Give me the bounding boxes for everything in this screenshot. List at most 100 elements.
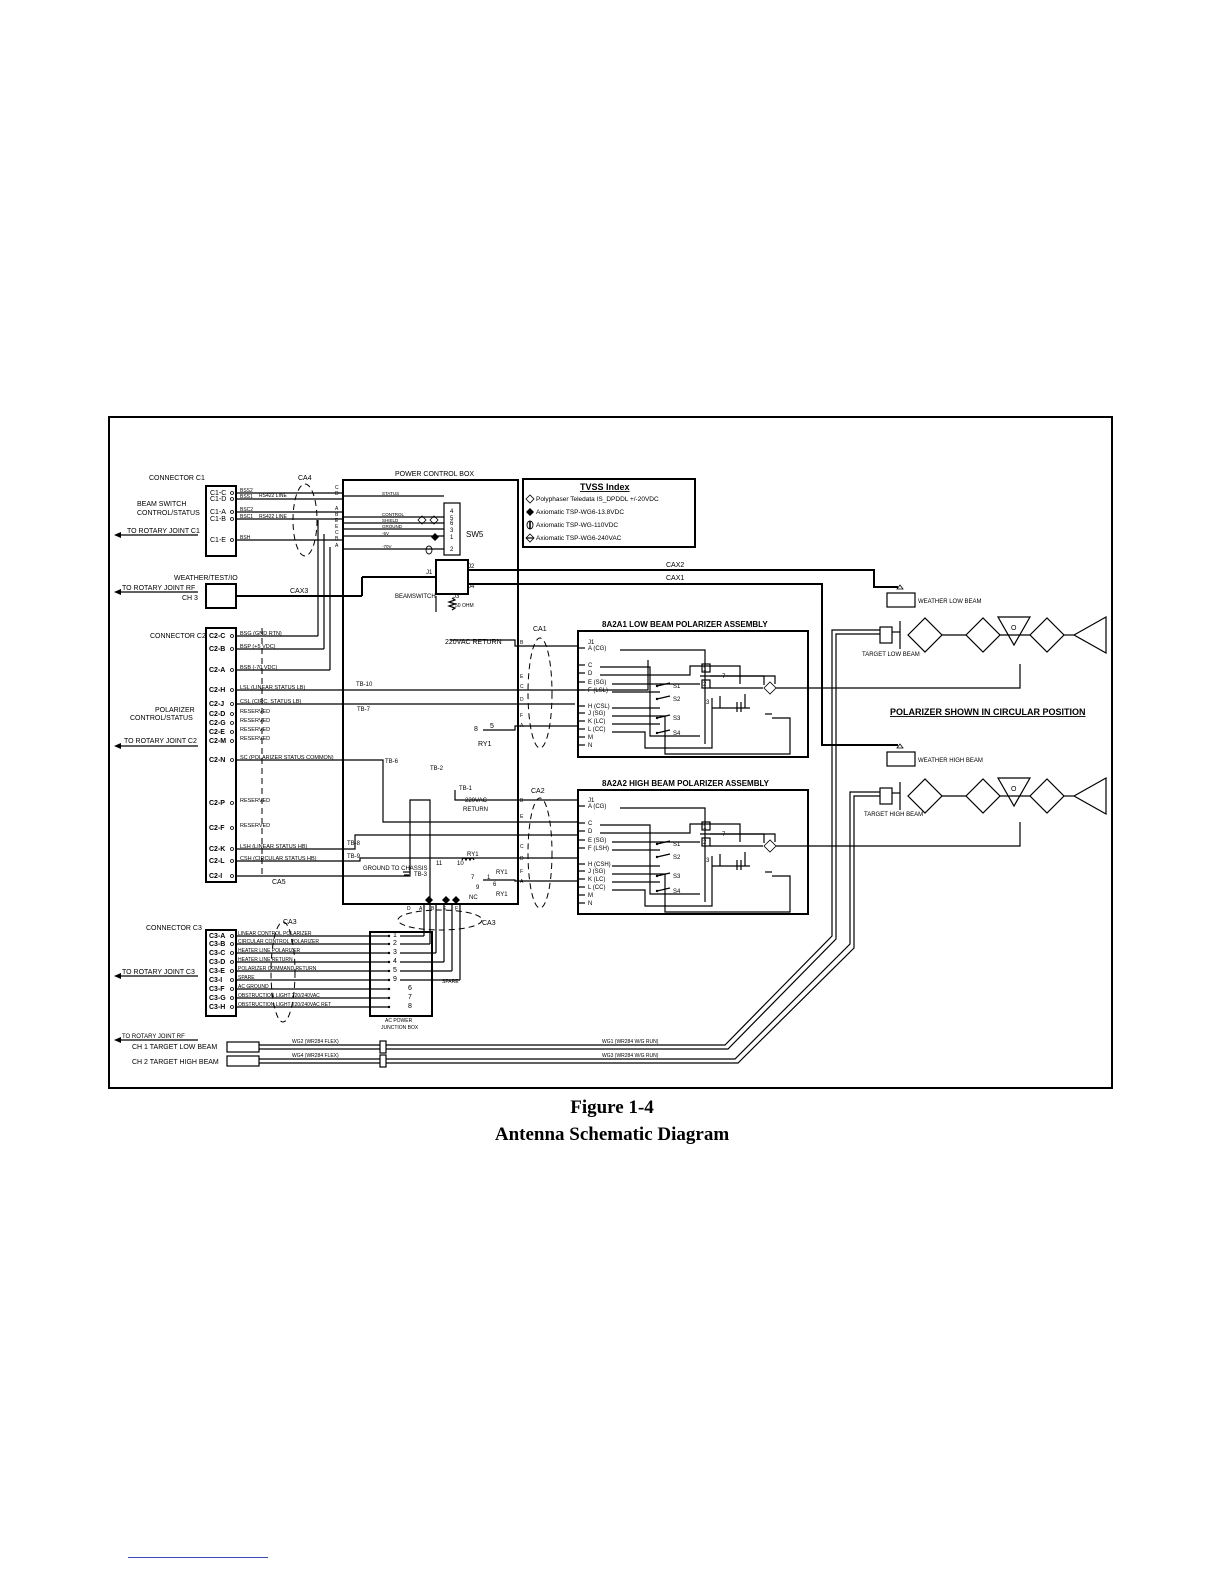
sw5-line-label: -5V xyxy=(382,531,389,536)
c2-signal: SC (POLARIZER STATUS COMMON) xyxy=(240,755,334,761)
low_beam-pin: N xyxy=(588,743,592,749)
c2-pin-dot xyxy=(230,801,234,805)
low-feed-diamond xyxy=(1029,617,1065,653)
pcb-pin-letter: D xyxy=(335,491,339,497)
c2-pin-dot xyxy=(230,668,234,672)
pcb-pin-letter: B xyxy=(335,536,339,542)
sw5-line-label: STATUS xyxy=(382,491,399,496)
c1-rs422-1: RS422 LINE xyxy=(259,493,287,499)
high_beam-pin: N xyxy=(588,901,592,907)
c1-pin-dot xyxy=(230,517,234,521)
rf-arrowhead xyxy=(114,1037,121,1043)
footnote-rule xyxy=(128,1557,268,1558)
high_beam-wire xyxy=(620,807,706,902)
cax1-line xyxy=(468,583,898,746)
relay-to-high xyxy=(483,879,578,882)
c1-rs422-2: RS422 LINE xyxy=(259,514,287,520)
high_beam-pin: C xyxy=(588,821,593,827)
weather-arrowhead xyxy=(114,589,121,595)
c3-pin: C3-F xyxy=(209,986,225,993)
c2-pin-dot xyxy=(230,847,234,851)
high_beam-switch-pivot xyxy=(655,855,659,859)
pcb-pin-letter: C xyxy=(520,844,524,850)
sw5-pin: 2 xyxy=(450,547,454,553)
weather-high-beam-box xyxy=(886,751,916,767)
vac-220-label: 220VAC xyxy=(465,798,488,804)
high_beam-pin: M xyxy=(588,893,593,899)
pcb-pin-letter: A xyxy=(520,723,524,729)
c2-signal: CSL (CIRC. STATUS LB) xyxy=(240,699,301,705)
weather-high-arrow-icon xyxy=(896,743,904,749)
ca3-bundle-right xyxy=(397,909,483,931)
low_beam-relay-pin: 1 xyxy=(703,667,707,673)
tb-label: TB-2 xyxy=(430,766,444,772)
ac-title-1: AC POWER xyxy=(385,1018,413,1024)
high_beam-relay-contact xyxy=(701,821,711,831)
weather-to: TO ROTARY JOINT RF xyxy=(122,585,195,592)
sw5-line-label: GROUND xyxy=(382,524,403,529)
ac-terminal-dot xyxy=(387,951,391,955)
high_beam-output xyxy=(776,822,1021,847)
ca4-label: CA4 xyxy=(298,475,312,482)
c2-signal: BSP (+5 VDC) xyxy=(240,644,276,650)
cax1-label: CAX1 xyxy=(666,575,684,582)
low_beam-wire xyxy=(612,698,713,749)
c1-signal: BSC2 xyxy=(240,507,253,513)
ac-terminal: 7 xyxy=(408,994,412,1001)
pcb-pin-letter: F xyxy=(455,906,458,912)
c2-pin-dot xyxy=(230,826,234,830)
pcb-pin-letter: E xyxy=(520,674,524,680)
tb-label: TB-6 xyxy=(385,759,399,765)
c1-pin-dot xyxy=(230,510,234,514)
wg1-run xyxy=(386,633,880,1050)
low_beam-wire xyxy=(600,666,700,737)
c2-pin: C2-I xyxy=(209,873,222,880)
c3-pin-dot xyxy=(230,1005,234,1009)
low_beam-relay-pin: 2 xyxy=(703,682,707,688)
pcb-pin-letter: B xyxy=(520,798,524,804)
polarizer-note: POLARIZER SHOWN IN CIRCULAR POSITION xyxy=(890,707,1086,717)
pcb-pin-letter: A xyxy=(335,543,339,549)
load-label: 50 OHM xyxy=(455,603,474,609)
rf-ch1: CH 1 TARGET LOW BEAM xyxy=(132,1044,217,1051)
pcb-pin-letter: C xyxy=(335,485,339,491)
high_beam-pin: L (CC) xyxy=(588,885,605,891)
high_beam-wire xyxy=(710,833,765,843)
c1-box xyxy=(205,485,237,557)
tvss-diamond-open xyxy=(429,515,439,525)
c2-arrowhead xyxy=(114,743,121,749)
ac-terminal-dot xyxy=(387,987,391,991)
relay-pin: 7 xyxy=(471,875,475,881)
low-feed-orthomode: O xyxy=(1011,625,1017,632)
c2-pin: C2-N xyxy=(209,757,225,764)
high_beam-switch-contact xyxy=(656,887,671,892)
relay-pin: 5 xyxy=(490,723,494,730)
low_beam-switch: S4 xyxy=(673,731,681,737)
c3-pin-dot xyxy=(230,969,234,973)
sw5-line-label: -70V xyxy=(382,544,392,549)
tvss-half-circle xyxy=(425,545,433,555)
ch1-port xyxy=(226,1041,260,1053)
weather-low-beam-box xyxy=(886,592,916,608)
high_beam-switch-pivot xyxy=(655,889,659,893)
c1-pin-dot xyxy=(230,497,234,501)
ac-terminal-dot xyxy=(387,978,391,982)
low_beam-pin: E (SG) xyxy=(588,680,606,686)
c1-signal: BSH xyxy=(240,535,251,541)
c3-to: TO ROTARY JOINT C3 xyxy=(122,969,195,976)
relay-pin: 8 xyxy=(474,726,478,733)
c1-arrowhead xyxy=(114,532,121,538)
tvss-item: Axiomatic TSP-WG6-240VAC xyxy=(536,535,622,542)
low_beam-wire xyxy=(620,649,706,744)
c3-signal: POLARIZER COMMAND RETURN xyxy=(238,966,317,972)
c2-pin: C2-A xyxy=(209,667,225,674)
high-feed-orthomode: O xyxy=(1011,786,1017,793)
c3-pin-dot xyxy=(230,951,234,955)
figure-number: Figure 1-4 xyxy=(570,1097,654,1118)
c3-pin: C3-A xyxy=(209,933,225,940)
c3-pin: C3-I xyxy=(209,977,222,984)
